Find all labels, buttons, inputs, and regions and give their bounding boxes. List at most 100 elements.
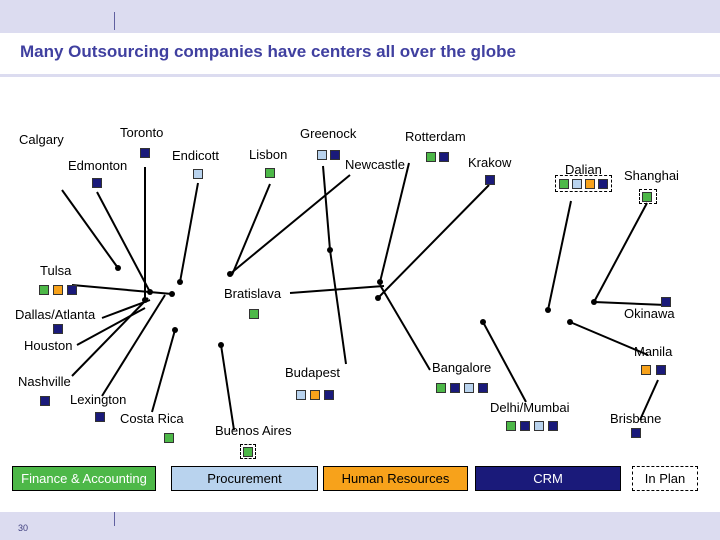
crm-marker <box>67 285 77 295</box>
map-dot <box>218 342 224 348</box>
map-dot <box>327 247 333 253</box>
hr-marker <box>310 390 320 400</box>
city-label-bangalore: Bangalore <box>432 360 492 375</box>
finance-marker <box>243 447 253 457</box>
hr-marker <box>53 285 63 295</box>
map-dot <box>377 279 383 285</box>
city-label-okinawa: Okinawa <box>624 306 675 321</box>
crm-marker <box>140 148 150 158</box>
connector-lisbon <box>231 183 271 276</box>
city-label-costarica: Costa Rica <box>120 411 184 426</box>
in-plan-outline-shanghai <box>639 189 657 204</box>
connector-calgary <box>61 189 119 269</box>
connector-newcastle <box>229 174 351 275</box>
finance-marker <box>506 421 516 431</box>
city-label-bratislava: Bratislava <box>224 286 282 301</box>
legend-inplan: In Plan <box>632 466 698 491</box>
crm-marker <box>324 390 334 400</box>
title-divider <box>0 74 720 77</box>
connector-krakow <box>377 184 490 299</box>
crm-marker <box>95 412 105 422</box>
in-plan-outline-dalian <box>555 175 612 192</box>
slide-title: Many Outsourcing companies have centers … <box>20 42 516 61</box>
connector-lexington <box>101 294 166 397</box>
connector-delhi <box>482 321 527 403</box>
hr-marker <box>641 365 651 375</box>
connector-edmonton <box>96 191 151 293</box>
city-label-toronto: Toronto <box>120 125 164 140</box>
connector-endicott <box>179 182 199 283</box>
procurement-marker <box>464 383 474 393</box>
bottom-bar-tick <box>114 512 115 526</box>
city-label-budapest: Budapest <box>285 365 340 380</box>
crm-marker <box>40 396 50 406</box>
connector-shanghai <box>593 202 648 303</box>
city-label-lexington: Lexington <box>70 392 127 407</box>
connector-costarica <box>151 329 176 413</box>
crm-marker <box>92 178 102 188</box>
city-label-shanghai: Shanghai <box>624 168 679 183</box>
city-label-edmonton: Edmonton <box>68 158 128 173</box>
map-dot <box>480 319 486 325</box>
procurement-marker <box>296 390 306 400</box>
top-bar <box>0 0 720 33</box>
map-dot <box>545 307 551 313</box>
city-label-delhi: Delhi/Mumbai <box>490 400 570 415</box>
crm-marker <box>656 365 666 375</box>
finance-marker <box>642 192 652 202</box>
city-label-nashville: Nashville <box>18 374 71 389</box>
crm-marker <box>520 421 530 431</box>
city-label-dallas: Dallas/Atlanta <box>15 307 96 322</box>
map-dot <box>147 289 153 295</box>
hr-marker <box>585 179 595 189</box>
city-label-brisbane: Brisbane <box>610 411 662 426</box>
procurement-marker <box>572 179 582 189</box>
finance-marker <box>265 168 275 178</box>
city-label-rotterdam: Rotterdam <box>405 129 466 144</box>
map-dot <box>591 299 597 305</box>
map-dot <box>375 295 381 301</box>
procurement-marker <box>193 169 203 179</box>
map-dot <box>169 291 175 297</box>
bottom-bar <box>0 512 720 540</box>
connector-okinawa <box>593 301 667 306</box>
crm-marker <box>631 428 641 438</box>
city-label-endicott: Endicott <box>172 148 219 163</box>
connector-bratislava <box>289 285 385 294</box>
finance-marker <box>249 309 259 319</box>
connector-bangalore <box>379 284 431 371</box>
crm-marker <box>478 383 488 393</box>
crm-marker <box>53 324 63 334</box>
city-label-newcastle: Newcastle <box>345 157 405 172</box>
in-plan-outline-buenosaires <box>240 444 256 459</box>
connector-budapest <box>329 249 347 365</box>
connector-houston <box>76 307 146 346</box>
connector-greenock <box>322 165 331 251</box>
city-label-krakow: Krakow <box>468 155 512 170</box>
map-dot <box>567 319 573 325</box>
crm-marker <box>439 152 449 162</box>
legend-hr: Human Resources <box>323 466 468 491</box>
finance-marker <box>559 179 569 189</box>
connector-nashville <box>71 297 149 377</box>
city-label-calgary: Calgary <box>19 132 64 147</box>
city-label-manila: Manila <box>634 344 673 359</box>
map-dot <box>142 297 148 303</box>
city-label-dalian: Dalian <box>565 162 602 177</box>
map-dot <box>227 271 233 277</box>
connector-rotterdam <box>379 162 410 283</box>
city-label-tulsa: Tulsa <box>40 263 72 278</box>
page-number: 30 <box>18 523 29 533</box>
procurement-marker <box>534 421 544 431</box>
crm-marker <box>548 421 558 431</box>
city-label-houston: Houston <box>24 338 73 353</box>
procurement-marker <box>317 150 327 160</box>
crm-marker <box>661 297 671 307</box>
finance-marker <box>164 433 174 443</box>
connector-buenosaires <box>220 344 235 431</box>
crm-marker <box>330 150 340 160</box>
crm-marker <box>450 383 460 393</box>
legend-procurement: Procurement <box>171 466 318 491</box>
map-dot <box>177 279 183 285</box>
